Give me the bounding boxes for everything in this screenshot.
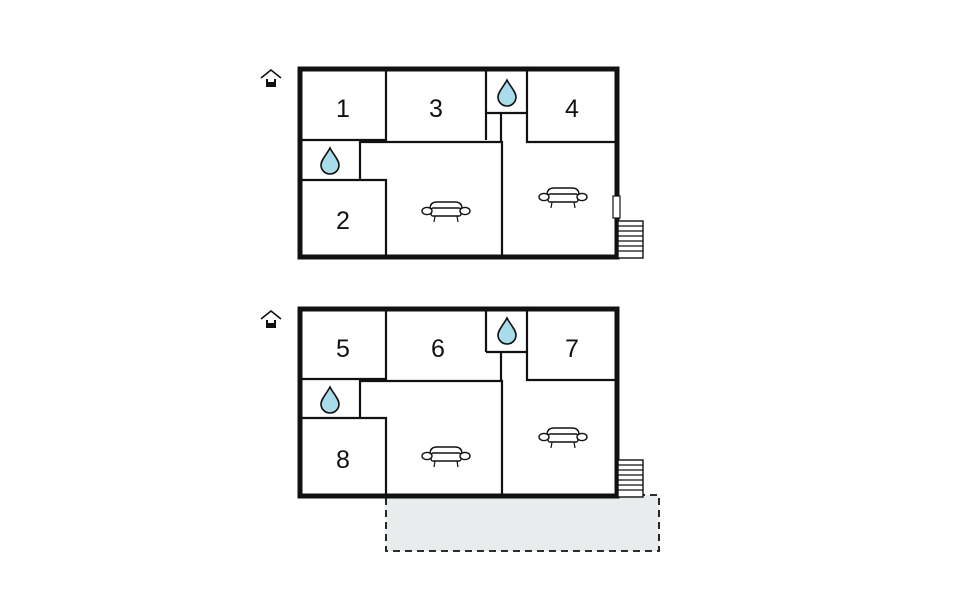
interior-walls bbox=[302, 70, 616, 256]
outer-walls bbox=[297, 306, 620, 499]
bathroom-drop-icon bbox=[320, 386, 340, 414]
sofa-icon bbox=[421, 446, 471, 468]
room-number-5: 5 bbox=[336, 335, 350, 363]
sofa-icon bbox=[538, 187, 588, 209]
bathroom-drop-icon bbox=[497, 79, 517, 107]
room-number-2: 2 bbox=[336, 207, 350, 235]
sofa-icon bbox=[538, 427, 588, 449]
room-number-6: 6 bbox=[431, 335, 445, 363]
bathroom-drop-icon bbox=[497, 317, 517, 345]
stairs-icon bbox=[617, 459, 644, 498]
room-number-1: 1 bbox=[336, 95, 350, 123]
floor-lower: 5 6 7 8 bbox=[260, 306, 660, 552]
terrace-area bbox=[385, 494, 660, 552]
door-icon bbox=[612, 195, 621, 219]
stairs-icon bbox=[617, 220, 644, 259]
house-entry-icon bbox=[260, 310, 282, 329]
outer-walls bbox=[297, 66, 620, 260]
room-number-8: 8 bbox=[336, 446, 350, 474]
sofa-icon bbox=[421, 201, 471, 223]
room-number-4: 4 bbox=[565, 95, 579, 123]
house-entry-icon bbox=[260, 69, 282, 88]
floor-upper: 1 2 3 4 bbox=[260, 66, 644, 260]
room-number-3: 3 bbox=[429, 95, 443, 123]
room-number-7: 7 bbox=[565, 335, 579, 363]
bathroom-drop-icon bbox=[320, 147, 340, 175]
interior-walls bbox=[302, 310, 616, 494]
